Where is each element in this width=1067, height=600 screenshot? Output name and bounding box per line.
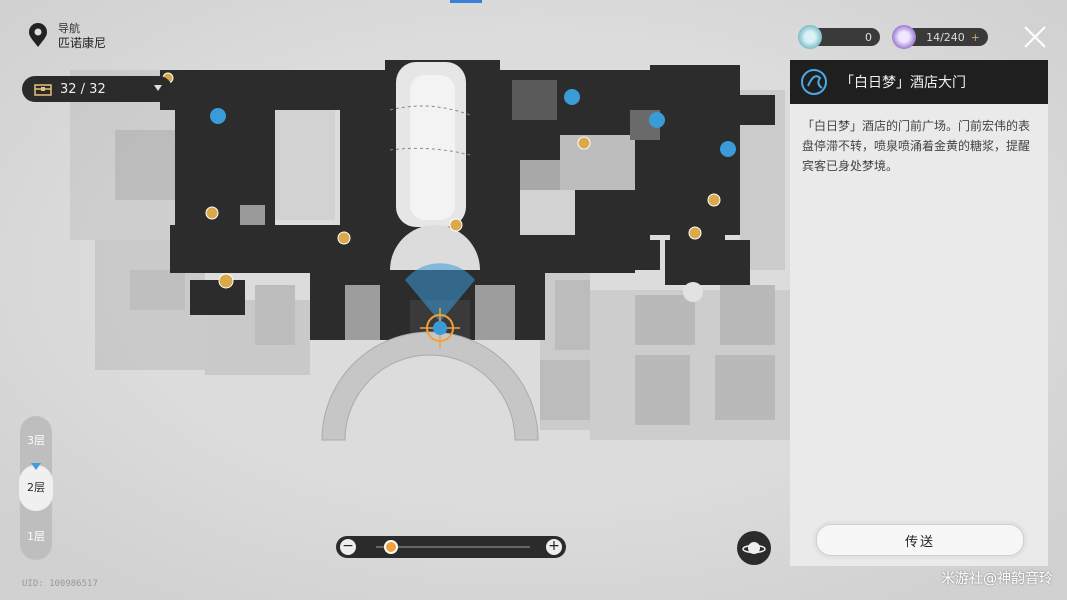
- zoom-in-button[interactable]: +: [546, 539, 562, 555]
- currency-trailblaze-power[interactable]: 14/240 +: [892, 25, 988, 49]
- treasure-count: 32 / 32: [60, 81, 106, 97]
- zoom-out-button[interactable]: −: [340, 539, 356, 555]
- panel-header: 「白日梦」酒店大门: [790, 60, 1048, 104]
- currency-stellar-jade: 0: [798, 25, 880, 49]
- floor-1-button[interactable]: 1层: [27, 530, 45, 543]
- space-anchor-icon: [801, 69, 827, 95]
- current-floor-marker-icon: [31, 463, 41, 470]
- teleport-button[interactable]: 传送: [816, 524, 1024, 556]
- zoom-slider[interactable]: − +: [336, 536, 566, 558]
- navigation-header: 导航 匹诺康尼: [26, 22, 106, 51]
- nav-location: 匹诺康尼: [58, 36, 107, 50]
- map-pin-icon: [29, 23, 47, 47]
- panel-description: 「白日梦」酒店的门前广场。门前宏伟的表盘停滞不转，喷泉喷涌着金黄的糖浆，提醒宾客…: [802, 119, 1031, 173]
- treasure-counter-dropdown[interactable]: 32 / 32: [22, 76, 172, 102]
- recenter-button[interactable]: [737, 531, 771, 565]
- zoom-handle[interactable]: [384, 540, 399, 554]
- panel-title: 「白日梦」酒店大门: [840, 75, 966, 91]
- planet-icon: [742, 542, 766, 554]
- stellar-jade-icon: [798, 25, 822, 49]
- treasure-chest-icon: [34, 84, 52, 96]
- trailblaze-power-icon: [892, 25, 916, 49]
- watermark: 米游社@神韵音玲: [941, 571, 1053, 587]
- plus-icon[interactable]: +: [970, 30, 980, 44]
- top-indicator: [450, 0, 482, 3]
- zoom-track[interactable]: [376, 546, 530, 548]
- location-detail-panel: 「白日梦」酒店大门 「白日梦」酒店的门前广场。门前宏伟的表盘停滞不转，喷泉喷涌着…: [790, 60, 1048, 566]
- chevron-down-icon: [154, 85, 162, 91]
- floor-2-button[interactable]: 2层: [19, 463, 53, 511]
- nav-label: 导航: [58, 22, 80, 35]
- floor-3-button[interactable]: 3层: [27, 434, 45, 447]
- close-icon[interactable]: [1022, 24, 1048, 50]
- uid-label: UID: 100986517: [22, 579, 98, 589]
- currency-value: 0: [865, 30, 872, 44]
- currency-value: 14/240: [926, 30, 965, 44]
- floor-label: 2层: [27, 481, 45, 494]
- floor-selector: 3层 2层 1层: [19, 416, 53, 560]
